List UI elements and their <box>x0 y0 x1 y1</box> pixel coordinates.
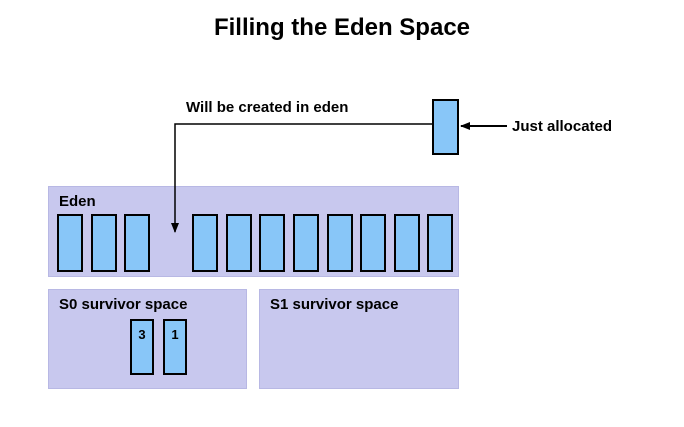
survivor-object-3: 3 <box>130 319 154 375</box>
eden-object <box>259 214 285 272</box>
created-in-eden-callout: Will be created in eden <box>186 99 349 116</box>
allocation-path-arrow <box>171 123 432 233</box>
eden-object <box>360 214 386 272</box>
eden-object <box>226 214 252 272</box>
s0-survivor-label: S0 survivor space <box>59 296 188 313</box>
s1-survivor-label: S1 survivor space <box>270 296 399 313</box>
eden-object <box>124 214 150 272</box>
survivor-object-1: 1 <box>163 319 187 375</box>
eden-object <box>427 214 453 272</box>
eden-label: Eden <box>59 193 96 210</box>
s1-survivor-region: S1 survivor space <box>259 289 459 389</box>
just-allocated-object <box>432 99 459 155</box>
eden-object <box>192 214 218 272</box>
s0-survivor-region: S0 survivor space <box>48 289 247 389</box>
just-allocated-callout: Just allocated <box>512 118 613 135</box>
eden-object <box>327 214 353 272</box>
eden-object <box>394 214 420 272</box>
eden-object <box>57 214 83 272</box>
eden-object <box>293 214 319 272</box>
eden-object <box>91 214 117 272</box>
diagram-title: Filling the Eden Space <box>213 14 471 41</box>
